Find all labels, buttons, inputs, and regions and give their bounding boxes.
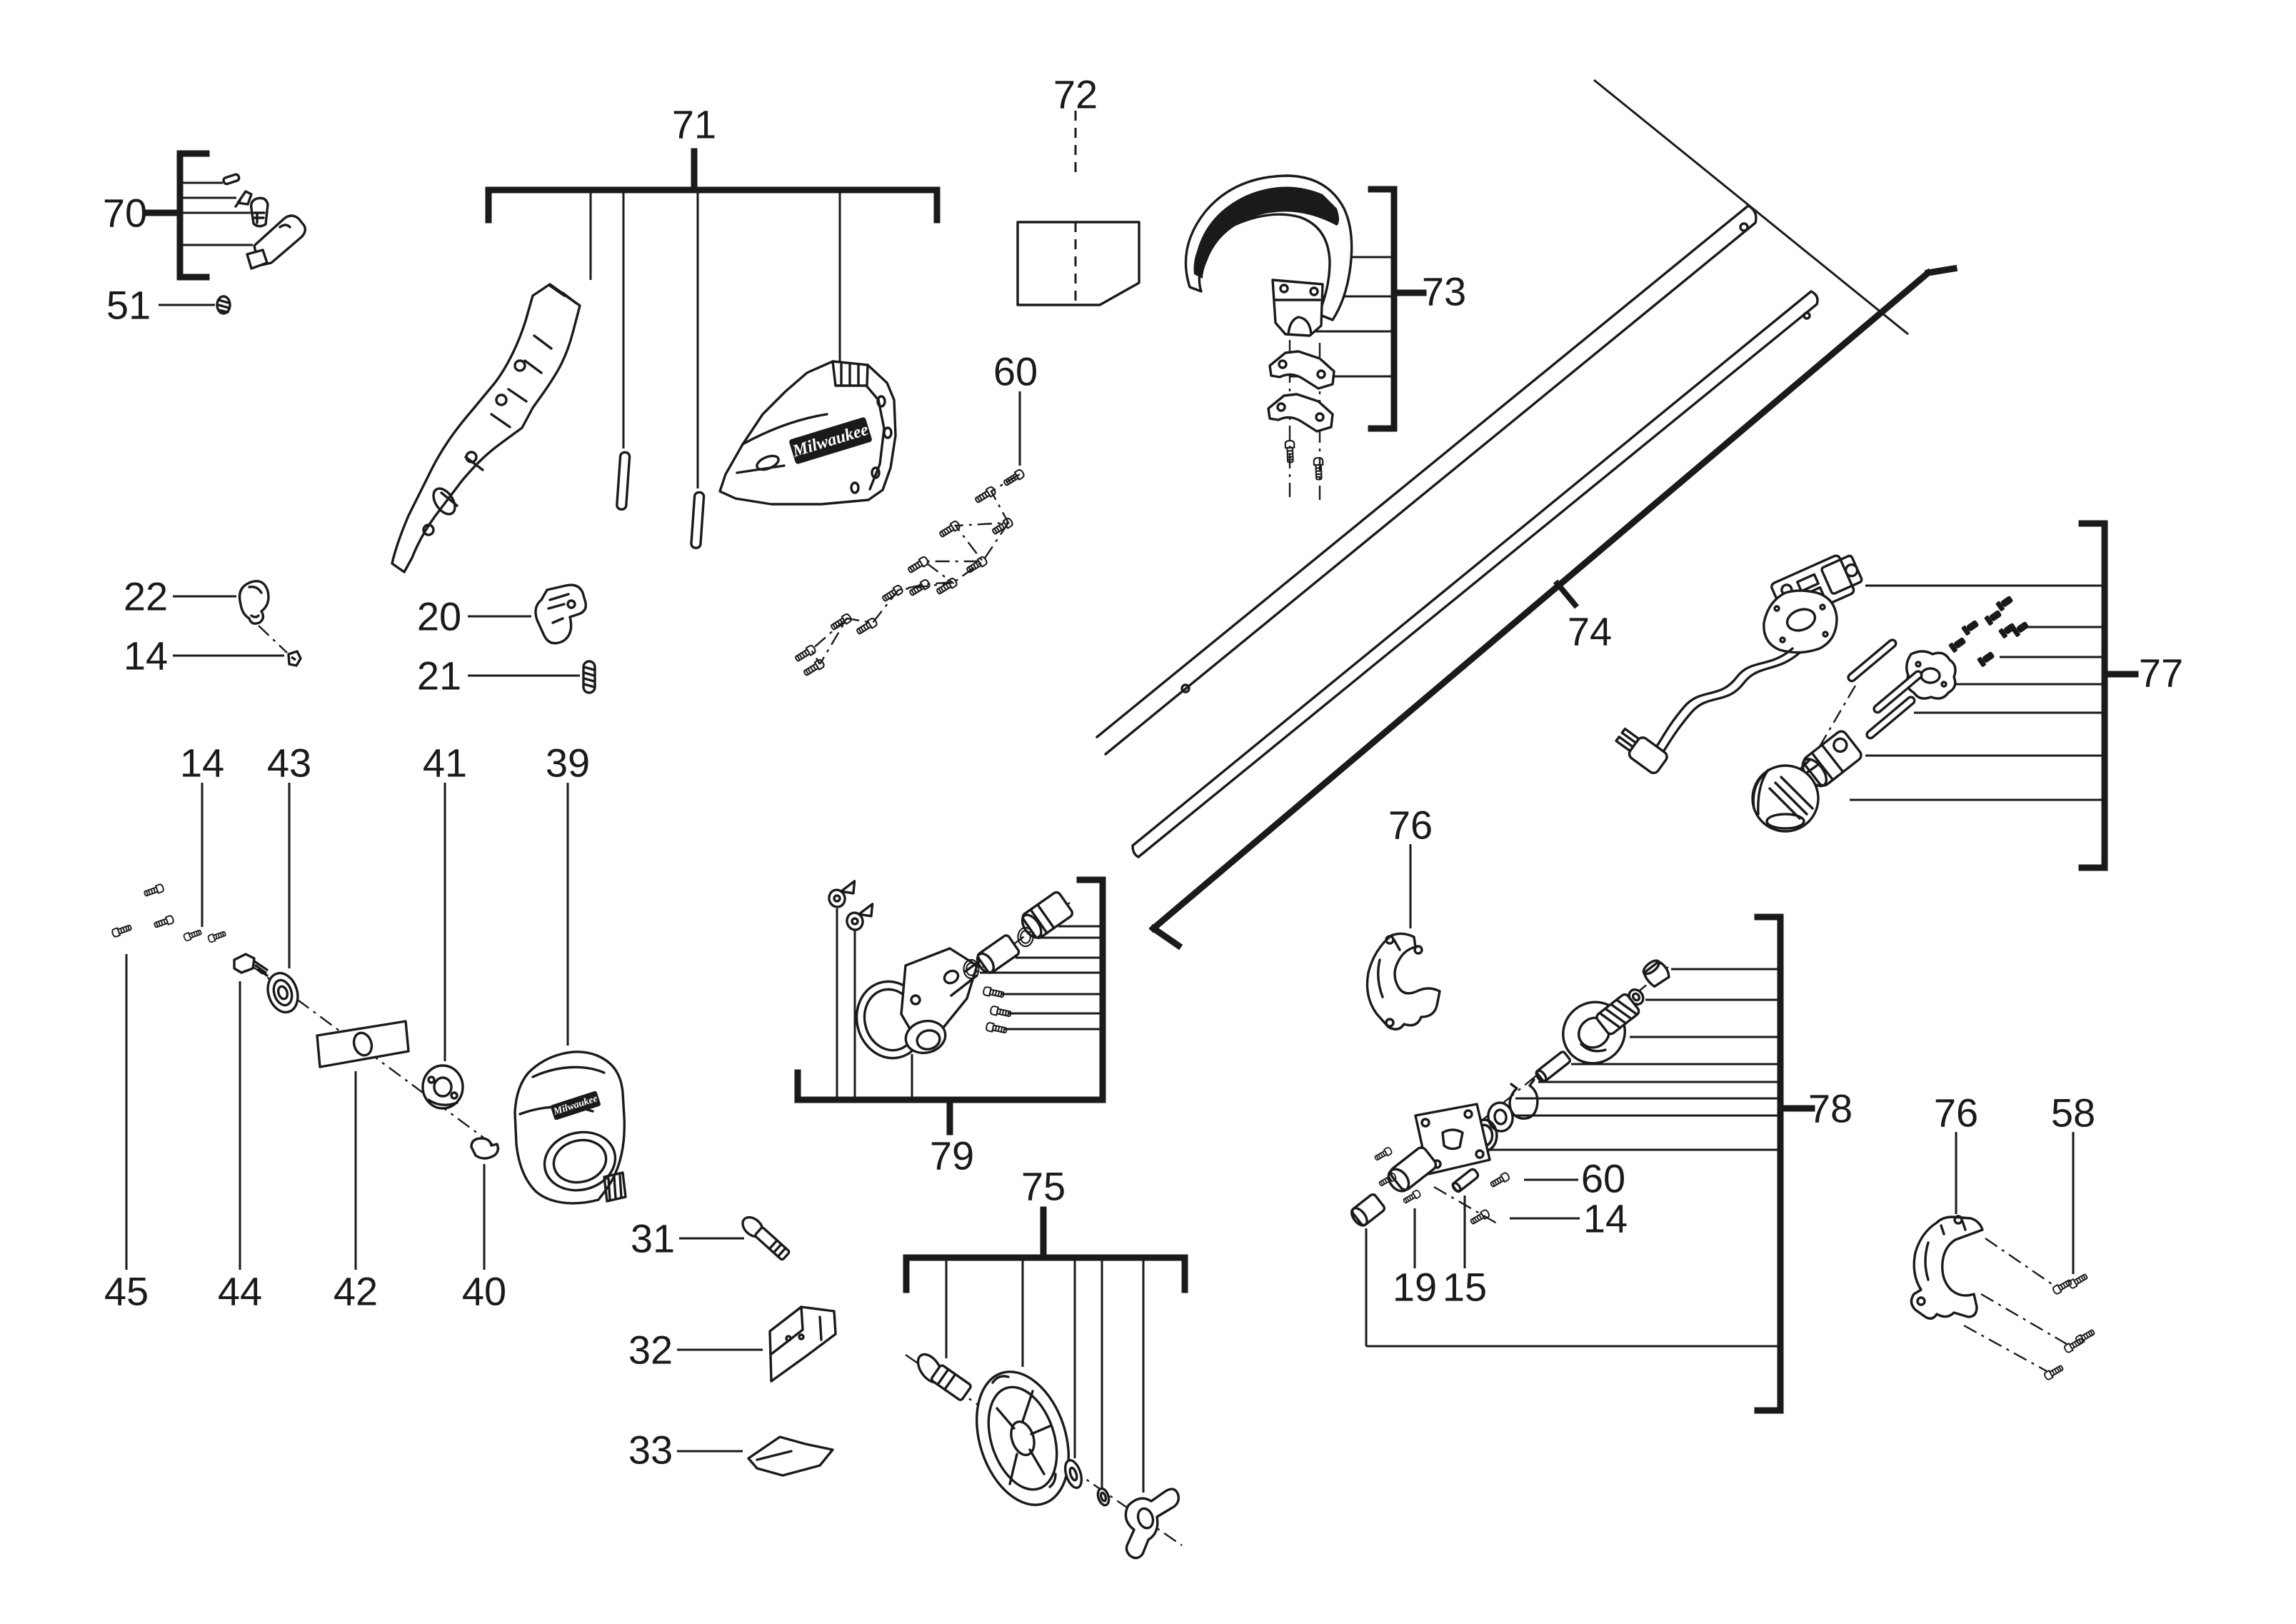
callout-60-top: 60 xyxy=(993,349,1038,394)
part-washer-43 xyxy=(266,971,299,1014)
callout-58: 58 xyxy=(2051,1091,2095,1136)
callout-33: 33 xyxy=(628,1428,673,1473)
callout-43: 43 xyxy=(267,741,311,786)
callout-77: 77 xyxy=(2139,651,2183,696)
callout-72: 72 xyxy=(1053,72,1098,117)
bracket-73 xyxy=(1290,186,1427,432)
part-bolt-44 xyxy=(233,953,269,977)
part-clip-40 xyxy=(470,1137,500,1160)
part-bushing-sleeve xyxy=(976,934,1021,974)
axis-22-14 xyxy=(258,625,288,653)
part-bracket-32 xyxy=(768,1305,837,1383)
part-guide-pin-2 xyxy=(690,491,706,550)
part-clamp-upper xyxy=(1268,350,1335,390)
bracket-78 xyxy=(1365,913,1815,1414)
part-bushing-19 xyxy=(1350,1193,1386,1227)
callout-39: 39 xyxy=(546,741,590,786)
bracket-71 xyxy=(485,148,941,488)
bracket-74 xyxy=(1148,79,1958,951)
bracket-77 xyxy=(1850,520,2139,871)
part-square-nut xyxy=(287,650,302,667)
axis-76-low xyxy=(1963,1238,2067,1373)
part-drive-shaft xyxy=(1131,290,1819,858)
part-cover-76-lower xyxy=(1910,1215,1984,1320)
callout-78: 78 xyxy=(1808,1086,1853,1131)
callout-71: 71 xyxy=(672,102,716,147)
part-spacer-bolt xyxy=(1535,1051,1571,1083)
part-wheel-nut xyxy=(1096,1487,1111,1507)
part-power-cord xyxy=(1615,647,1801,774)
part-gear-coupler xyxy=(1801,730,1863,788)
part-release-button xyxy=(249,196,269,228)
part-trigger-spring xyxy=(582,660,596,694)
callout-32: 32 xyxy=(628,1328,673,1373)
callout-76-low: 76 xyxy=(1934,1091,1978,1136)
part-trigger xyxy=(534,583,587,645)
part-blade-plate-42 xyxy=(316,1020,410,1068)
part-wheel xyxy=(975,1370,1071,1506)
callout-14-left: 14 xyxy=(124,633,168,678)
part-gearbox xyxy=(855,947,994,1060)
part-lock-pin xyxy=(222,173,241,186)
callout-42: 42 xyxy=(334,1269,378,1314)
leaders-39-cluster xyxy=(125,783,569,1270)
part-motor-end-plate xyxy=(1763,589,1838,654)
callout-73: 73 xyxy=(1422,269,1466,314)
callout-14-low: 14 xyxy=(1583,1196,1628,1241)
callout-21: 21 xyxy=(417,653,461,698)
part-wing-knob xyxy=(1124,1488,1180,1560)
part-blade-33 xyxy=(747,1435,834,1477)
callout-79: 79 xyxy=(930,1133,974,1178)
callout-76-up: 76 xyxy=(1388,803,1433,848)
part-motor xyxy=(1751,758,1820,833)
part-housing-left-half xyxy=(391,283,581,573)
bracket-79 xyxy=(794,876,1106,1136)
part-flange-41 xyxy=(421,1064,464,1110)
part-guide-pin-1 xyxy=(616,451,631,511)
bracket-70 xyxy=(143,150,253,281)
part-wheel-washer xyxy=(1063,1459,1083,1489)
callout-45: 45 xyxy=(104,1269,149,1314)
part-latch-clip xyxy=(234,190,253,208)
bracket-75 xyxy=(903,1206,1188,1493)
callout-40: 40 xyxy=(462,1269,506,1314)
callout-31: 31 xyxy=(631,1216,675,1261)
callout-41: 41 xyxy=(423,741,467,786)
part-housing-right-half: Milwaukee xyxy=(718,360,897,506)
part-guard-39: Milwaukee xyxy=(513,1051,627,1205)
part-loop-handle xyxy=(1184,174,1353,337)
part-spool-hub xyxy=(1562,993,1640,1065)
callout-15: 15 xyxy=(1443,1265,1487,1310)
callout-60-low: 60 xyxy=(1581,1156,1625,1201)
callout-19: 19 xyxy=(1393,1265,1437,1310)
callout-22: 22 xyxy=(124,574,168,619)
part-tie-rods xyxy=(1847,638,1923,740)
part-cover-76-upper xyxy=(1365,932,1441,1031)
part-axle-bolt xyxy=(916,1353,972,1401)
axis-77 xyxy=(1815,685,1857,752)
callout-20: 20 xyxy=(417,594,461,639)
part-warning-label xyxy=(1016,221,1141,306)
part-shaft-coupler xyxy=(1021,891,1074,939)
part-bump-knob xyxy=(238,580,270,625)
part-mount-plate xyxy=(1387,1103,1491,1193)
part-screws-58 xyxy=(2042,1272,2097,1381)
callout-51: 51 xyxy=(106,283,151,328)
part-cap-nut xyxy=(1642,959,1670,988)
part-screw-set-60 xyxy=(793,468,1026,678)
part-clamp-lower xyxy=(1267,393,1334,433)
part-detent-spring xyxy=(216,295,231,315)
callout-14-mid: 14 xyxy=(180,741,224,786)
callout-75: 75 xyxy=(1021,1164,1066,1209)
part-pin-15 xyxy=(1451,1168,1480,1193)
part-retaining-ring xyxy=(1508,1078,1539,1120)
callout-labels: 70 51 71 72 73 74 77 60 22 14 20 21 14 43 41 39 45 44 42 40… xyxy=(103,72,2183,1473)
callout-74: 74 xyxy=(1568,609,1612,654)
callout-44: 44 xyxy=(218,1269,262,1314)
part-bolt-31 xyxy=(741,1216,791,1261)
callout-70: 70 xyxy=(103,191,147,236)
part-lock-lever xyxy=(246,214,307,270)
